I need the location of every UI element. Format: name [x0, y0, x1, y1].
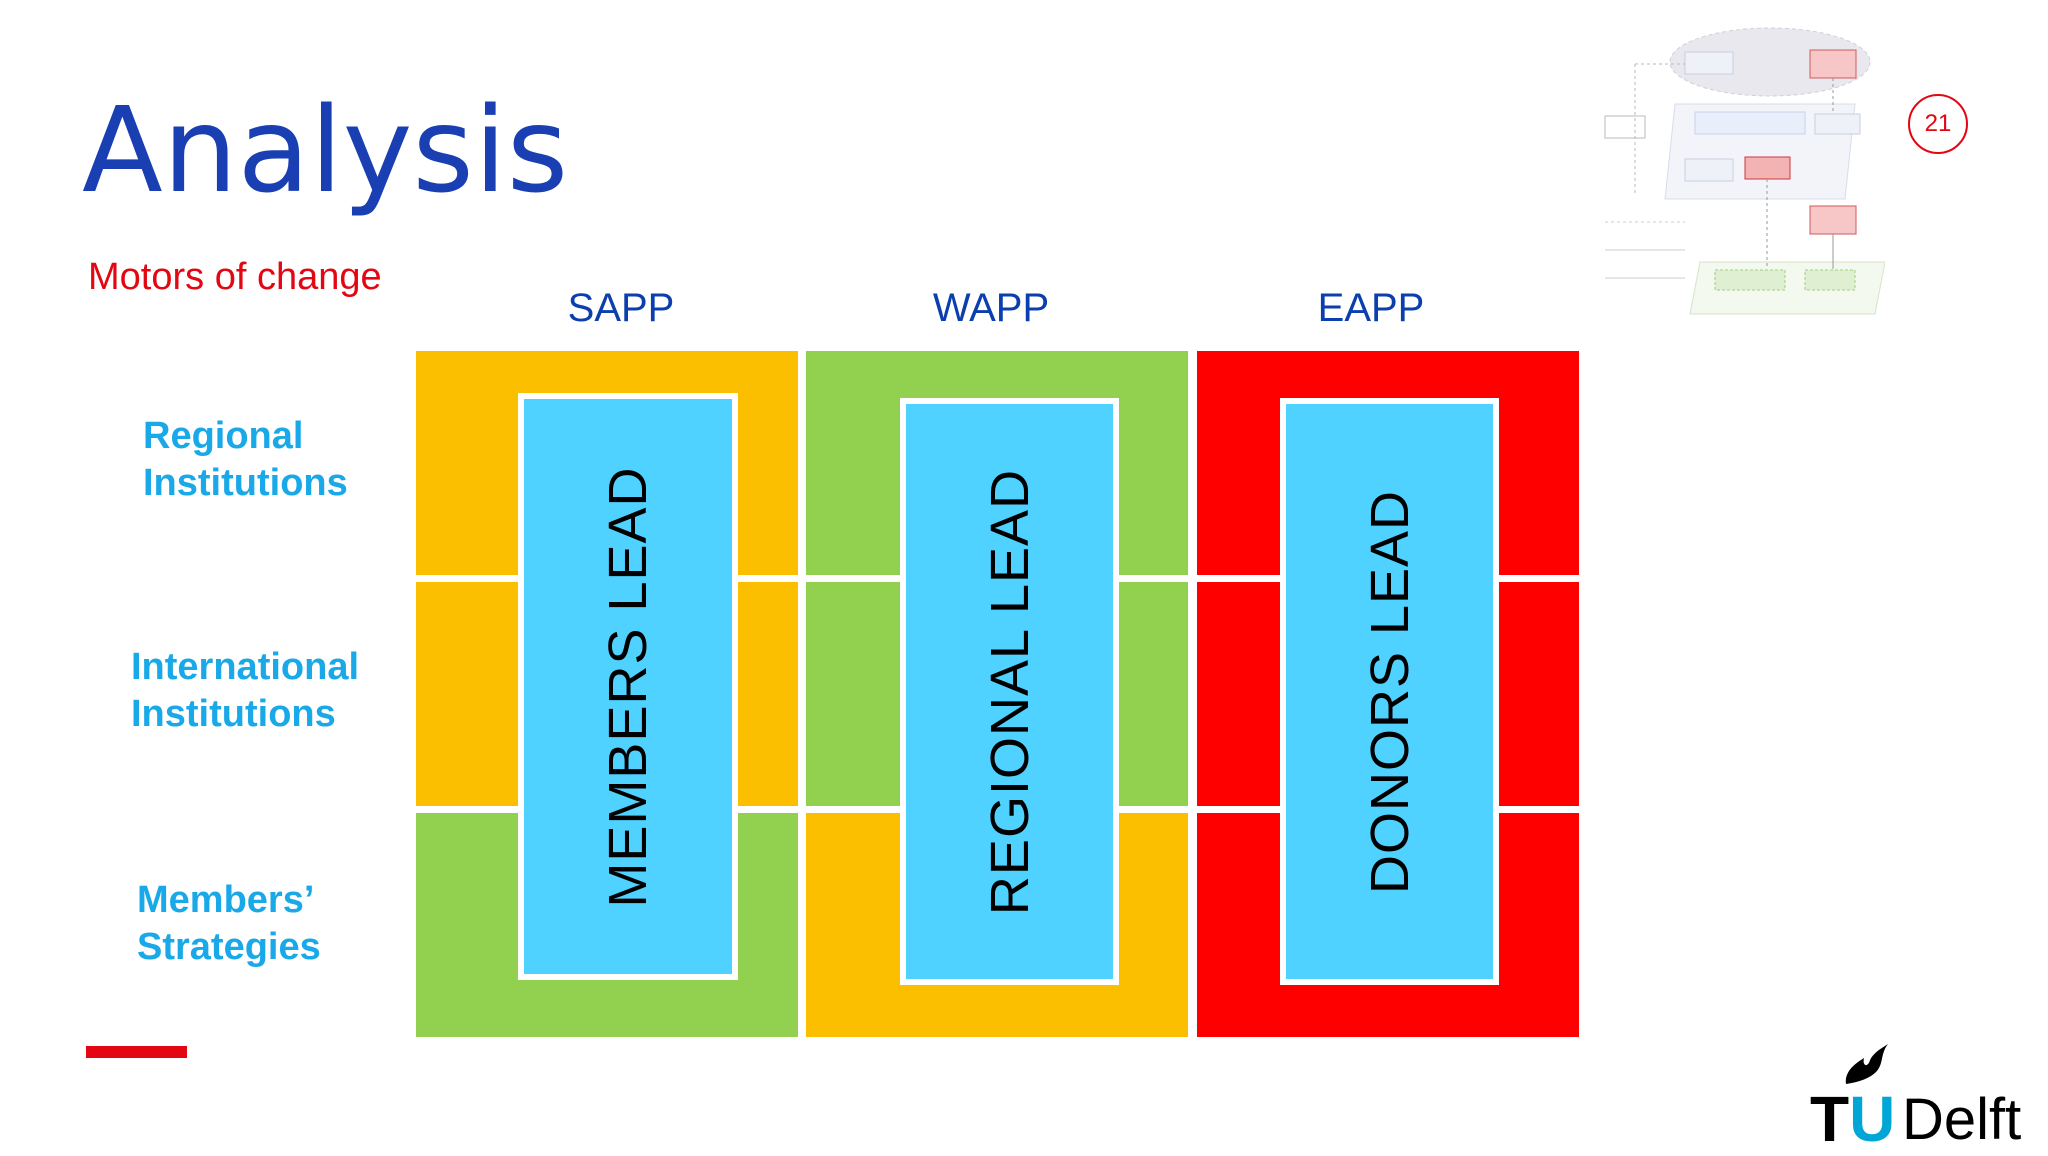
flame-icon [1845, 1044, 1888, 1084]
row-label-line: International [131, 646, 360, 688]
lead-box-wapp: REGIONAL LEAD [900, 398, 1119, 985]
row-label-regional-institutions: Regional Institutions [143, 413, 348, 507]
row-label-line: Members’ [137, 879, 315, 921]
column-header-sapp: SAPP [567, 286, 675, 330]
tu-delft-logo: TU Delft [1800, 1040, 2040, 1155]
lead-label-sapp: MEMBERS LEAD [598, 465, 658, 908]
logo-tu-text: TU [1810, 1082, 1895, 1156]
row-label-line: Institutions [143, 462, 348, 504]
page-title: Analysis [82, 81, 569, 219]
row-label-international-institutions: International Institutions [131, 644, 359, 738]
row-label-members-strategies: Members’ Strategies [137, 877, 321, 971]
lead-label-wapp: REGIONAL LEAD [979, 468, 1040, 915]
logo-letter-u: U [1849, 1083, 1896, 1155]
slide-subtitle: Motors of change [88, 256, 382, 298]
lead-box-sapp: MEMBERS LEAD [518, 393, 738, 980]
column-header-eapp: EAPP [1317, 286, 1425, 330]
row-label-line: Institutions [131, 693, 336, 735]
lead-label-eapp: DONORS LEAD [1359, 489, 1420, 894]
lead-box-eapp: DONORS LEAD [1280, 398, 1499, 985]
slide-number: 21 [1908, 94, 1968, 154]
logo-letter-t: T [1810, 1083, 1850, 1155]
logo-delft-text: Delft [1902, 1087, 2022, 1152]
framework-diagram-thumbnail-icon [1585, 24, 1886, 324]
row-label-line: Strategies [137, 926, 321, 968]
accent-bar [86, 1046, 187, 1058]
column-header-wapp: WAPP [932, 286, 1050, 330]
row-label-line: Regional [143, 415, 304, 457]
